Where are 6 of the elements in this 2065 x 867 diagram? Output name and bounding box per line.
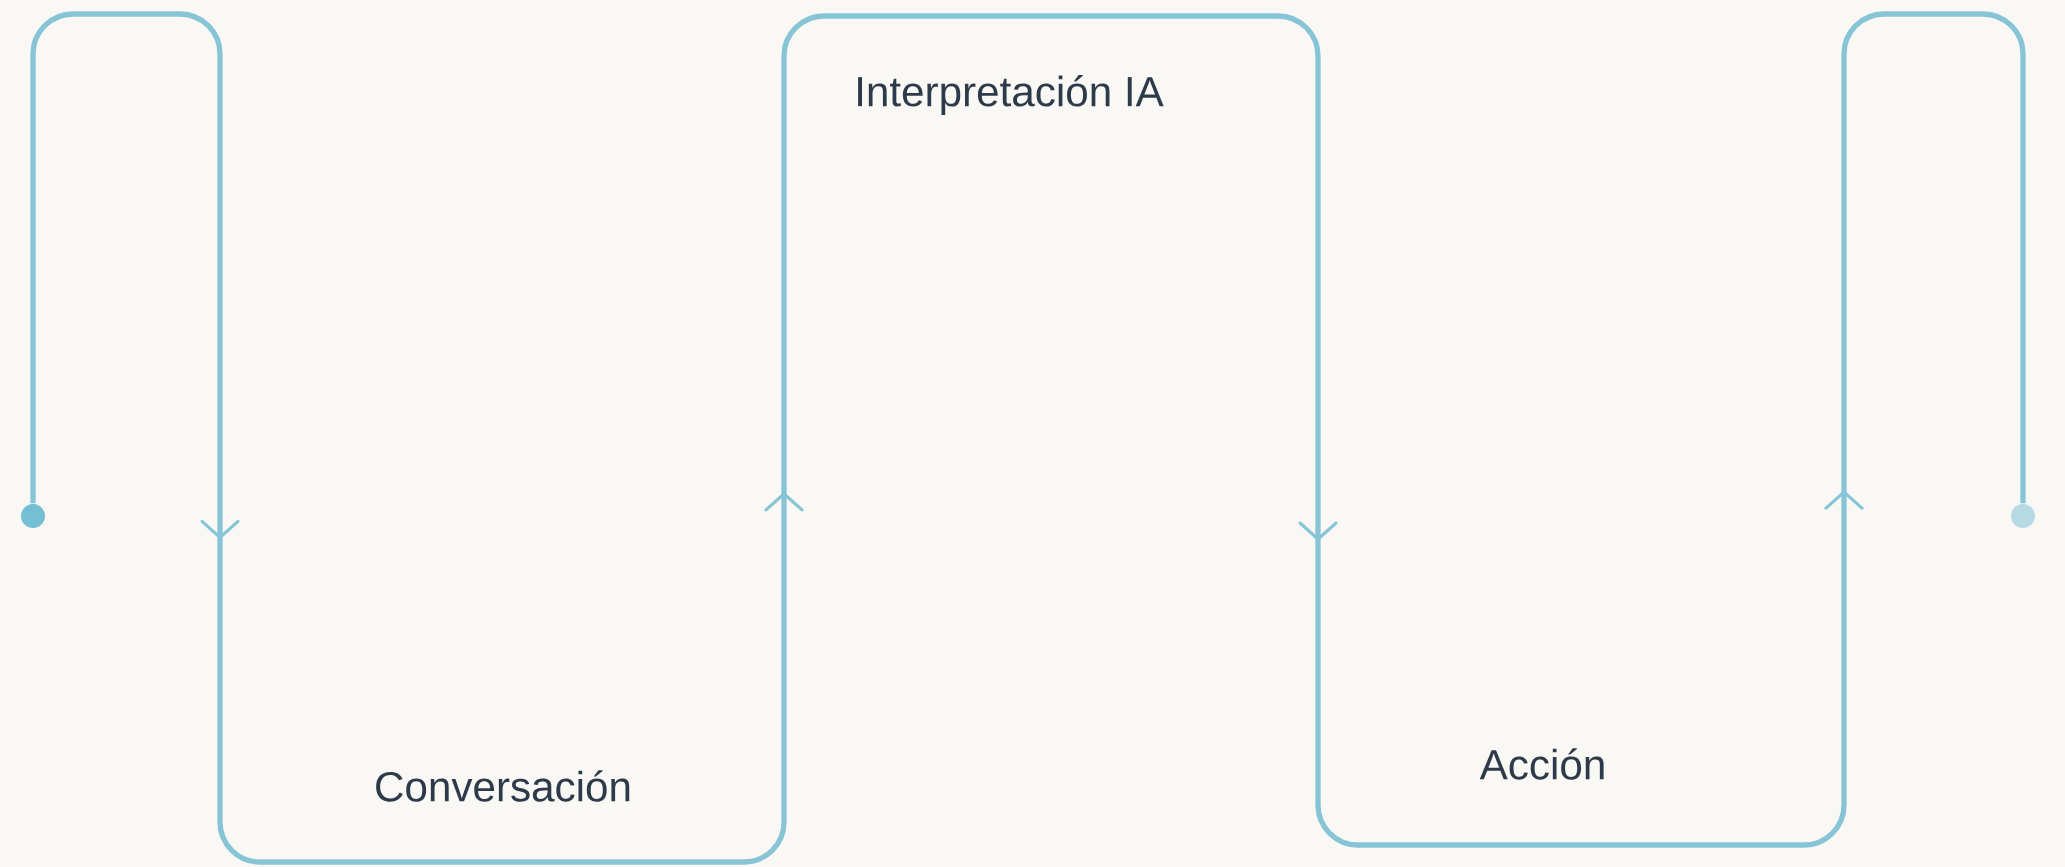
flow-line [30,11,2026,865]
section-label: Acción [1479,748,1604,780]
dot [2011,504,2035,528]
dot [21,504,45,528]
section-label: Interpretación IA [858,75,1164,115]
section-label: Conversación [376,770,630,802]
